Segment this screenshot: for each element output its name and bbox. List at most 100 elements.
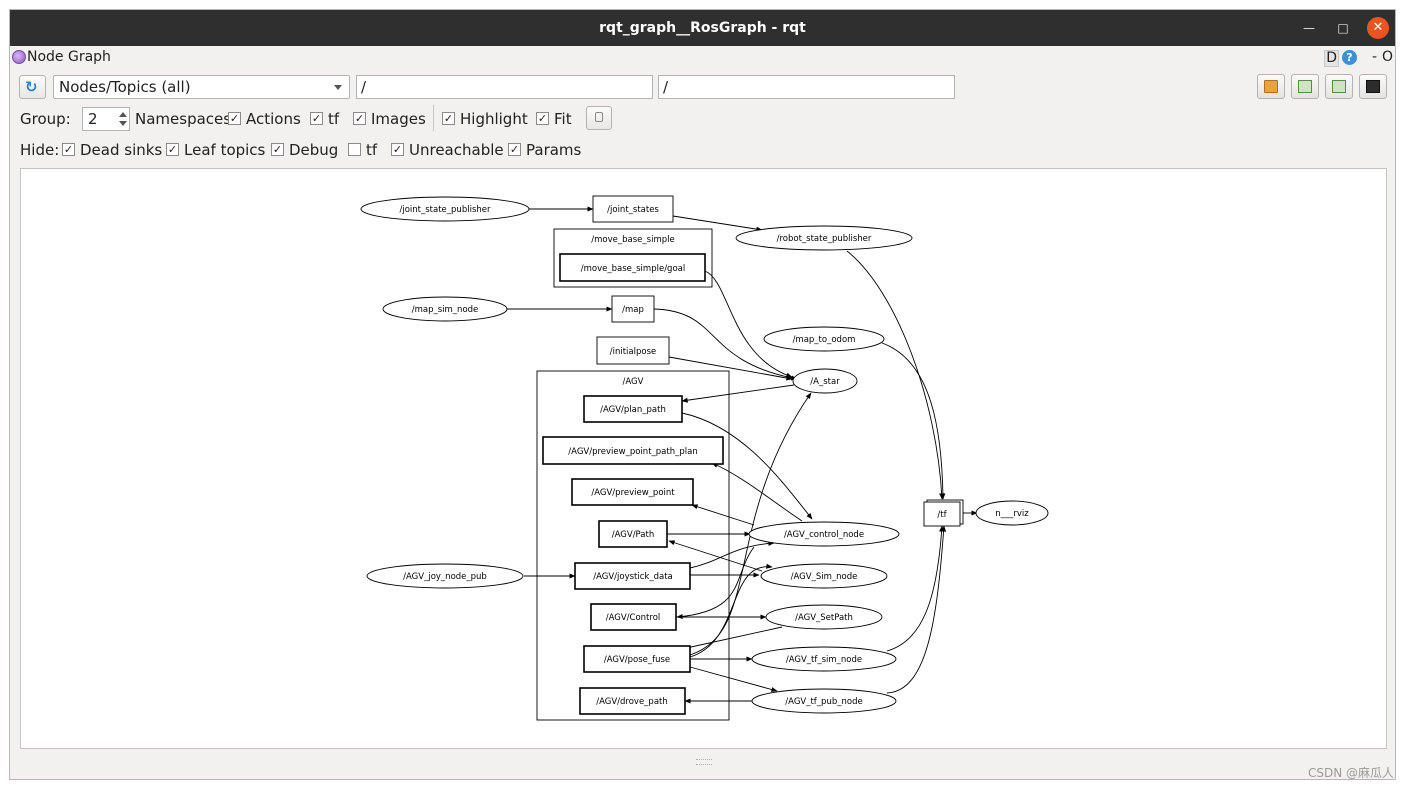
- group-spinbox[interactable]: 2: [82, 107, 130, 131]
- image-icon: [1366, 80, 1380, 93]
- save-image-button[interactable]: [1359, 74, 1387, 99]
- cluster-agv-label: /AGV: [623, 377, 644, 387]
- topic-agv-plan-path[interactable]: [583, 395, 683, 423]
- label-initialpose: /initialpose: [610, 347, 657, 357]
- minimize-window-button[interactable]: —: [1303, 21, 1315, 35]
- images-label: Images: [371, 110, 426, 128]
- topic-map[interactable]: [611, 295, 655, 323]
- help-icon[interactable]: ?: [1342, 50, 1357, 65]
- node-robot-state-publisher[interactable]: [735, 225, 913, 251]
- edge-initialpose-to-astar: [668, 356, 793, 381]
- graph-mode-value: Nodes/Topics (all): [59, 78, 191, 96]
- tf-label: tf: [328, 110, 340, 128]
- edge-control-to-ppp-plan: [711, 462, 803, 522]
- topic-agv-joystick-data[interactable]: [574, 562, 691, 590]
- group-label: Group:: [20, 110, 71, 128]
- edge-map-to-odom-to-tf: [881, 342, 946, 500]
- actions-checkbox[interactable]: ✓: [228, 112, 241, 125]
- plugin-minimize-button[interactable]: -: [1371, 49, 1377, 65]
- node-a-star[interactable]: [792, 368, 858, 394]
- node-agv-joy-node-pub[interactable]: [366, 563, 524, 589]
- label-rviz: n___rviz: [995, 509, 1029, 519]
- namespaces-label: Namespaces: [135, 110, 232, 128]
- topic-initialpose[interactable]: [596, 336, 670, 365]
- unreachable-checkbox[interactable]: ✓: [391, 143, 404, 156]
- topic-agv-control[interactable]: [590, 603, 677, 631]
- node-filter-input[interactable]: [356, 75, 653, 99]
- spin-down-icon[interactable]: [119, 121, 127, 126]
- node-rviz[interactable]: [975, 500, 1049, 526]
- node-map-to-odom[interactable]: [763, 326, 885, 352]
- highlight-checkbox[interactable]: ✓: [442, 112, 455, 125]
- node-agv-sim-node[interactable]: [760, 563, 888, 589]
- cluster-move-base-simple: [553, 228, 713, 288]
- label-agv-control: /AGV/Control: [606, 613, 661, 623]
- topic-agv-preview-point[interactable]: [571, 478, 694, 506]
- actions-label: Actions: [246, 110, 301, 128]
- spin-up-icon[interactable]: [119, 112, 127, 117]
- label-map-to-odom: /map_to_odom: [793, 335, 856, 345]
- node-map-sim-node[interactable]: [382, 296, 508, 322]
- save-dot-button[interactable]: [1291, 74, 1319, 99]
- unreachable-label: Unreachable: [409, 141, 504, 159]
- label-robot-state-publisher: /robot_state_publisher: [777, 234, 872, 244]
- label-move-base-simple-goal: /move_base_simple/goal: [581, 264, 685, 274]
- node-agv-tf-pub-node[interactable]: [751, 688, 897, 714]
- tf-checkbox[interactable]: ✓: [310, 112, 323, 125]
- graph-mode-select[interactable]: Nodes/Topics (all): [53, 75, 350, 99]
- fit-label: Fit: [554, 110, 572, 128]
- topic-filter-input[interactable]: [658, 75, 955, 99]
- refresh-icon: ↻: [25, 78, 38, 96]
- leaf-topics-checkbox[interactable]: ✓: [166, 143, 179, 156]
- graph-canvas[interactable]: /move_base_simple /AGV: [20, 168, 1387, 749]
- title-bar[interactable]: rqt_graph__RosGraph - rqt — □ ✕: [10, 10, 1395, 46]
- edge-joystick-to-control: [689, 540, 775, 569]
- maximize-window-button[interactable]: □: [1337, 21, 1349, 35]
- edge-map-to-astar: [653, 308, 798, 381]
- debug-checkbox[interactable]: ✓: [271, 143, 284, 156]
- save-svg-button[interactable]: [1325, 74, 1353, 99]
- node-graph-plugin-icon: [12, 50, 26, 64]
- topic-joint-states[interactable]: [592, 195, 674, 223]
- edge-joint-states-to-rsp: [672, 215, 763, 232]
- topic-agv-drove-path[interactable]: [579, 687, 686, 715]
- hide-tf-checkbox[interactable]: [348, 143, 361, 156]
- topic-tf[interactable]: [923, 501, 961, 527]
- dead-sinks-checkbox[interactable]: ✓: [62, 143, 75, 156]
- label-a-star: /A_star: [810, 377, 840, 387]
- edge-rsp-to-tf: [846, 250, 945, 500]
- close-window-button[interactable]: ✕: [1367, 17, 1389, 39]
- label-agv-preview-point-path-plan: /AGV/preview_point_path_plan: [568, 447, 697, 457]
- topic-agv-path[interactable]: [598, 520, 668, 548]
- load-dot-button[interactable]: [1257, 74, 1285, 99]
- fit-checkbox[interactable]: ✓: [536, 112, 549, 125]
- dock-toggle-button[interactable]: D: [1324, 50, 1339, 67]
- chevron-down-icon: [334, 85, 342, 90]
- params-label: Params: [526, 141, 582, 159]
- images-checkbox[interactable]: ✓: [353, 112, 366, 125]
- node-joint-state-publisher[interactable]: [360, 196, 530, 222]
- label-agv-plan-path: /AGV/plan_path: [600, 405, 666, 415]
- label-agv-sim-node: /AGV_Sim_node: [791, 572, 858, 582]
- label-agv-joy-node-pub: /AGV_joy_node_pub: [403, 572, 487, 582]
- topic-agv-pose-fuse[interactable]: [583, 645, 691, 673]
- ros-graph[interactable]: /move_base_simple /AGV: [21, 169, 1386, 748]
- plugin-close-button[interactable]: O: [1381, 49, 1393, 65]
- save-svg-icon: [1332, 80, 1346, 93]
- fit-in-view-button[interactable]: [586, 106, 612, 130]
- edge-setpath-to-pose-fuse: [681, 626, 783, 651]
- topic-move-base-simple-goal[interactable]: [559, 253, 706, 282]
- leaf-topics-label: Leaf topics: [184, 141, 266, 159]
- refresh-graph-button[interactable]: ↻: [19, 75, 46, 99]
- fit-view-icon: [595, 112, 603, 122]
- node-agv-control-node[interactable]: [748, 521, 900, 547]
- label-joint-states: /joint_states: [607, 205, 659, 215]
- topic-agv-preview-point-path-plan[interactable]: [542, 436, 724, 465]
- save-dot-icon: [1298, 80, 1312, 93]
- node-agv-tf-sim-node[interactable]: [751, 646, 897, 672]
- params-checkbox[interactable]: ✓: [508, 143, 521, 156]
- resize-grip[interactable]: [696, 759, 712, 765]
- node-agv-setpath[interactable]: [765, 604, 883, 630]
- edge-plan-path-to-control: [681, 412, 813, 520]
- edge-control-to-agv-control: [676, 546, 755, 620]
